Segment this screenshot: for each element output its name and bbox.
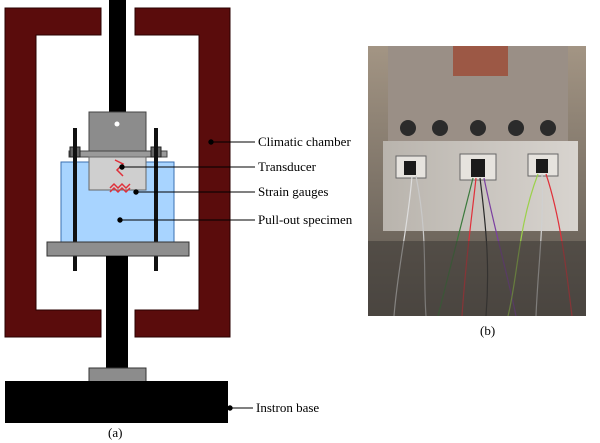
label-transducer: Transducer (258, 159, 317, 174)
bottom-plate (46, 241, 190, 257)
label-climatic-chamber: Climatic chamber (258, 134, 351, 149)
label-strain-gauges: Strain gauges (258, 184, 328, 199)
photo-dark-background (368, 241, 586, 316)
embedded-bar (88, 156, 147, 191)
upper-loading-rod (109, 0, 126, 112)
photo-rusty-grip (453, 46, 508, 76)
chamber-right-half (134, 7, 231, 338)
caption-a: (a) (108, 425, 122, 440)
label-pullout-specimen: Pull-out specimen (258, 212, 353, 227)
photo-bolt-row (400, 120, 556, 136)
top-clamp-block (88, 111, 147, 155)
climatic-chamber (4, 7, 231, 338)
photo-transducer-clamps (395, 153, 559, 181)
strain-gauges-marker (109, 182, 131, 194)
test-setup-photograph (368, 46, 586, 316)
lower-loading-rod (106, 256, 128, 370)
label-instron-base: Instron base (256, 400, 319, 415)
right-bolt (150, 128, 162, 271)
clamp-pin (114, 121, 120, 127)
callout-leaders (117, 139, 255, 411)
instron-base (5, 381, 228, 423)
caption-b: (b) (480, 323, 495, 338)
chamber-left-half (4, 7, 102, 338)
photograph-illustration (368, 46, 586, 316)
left-bolt (69, 128, 81, 271)
lower-rod-foot (88, 367, 147, 383)
